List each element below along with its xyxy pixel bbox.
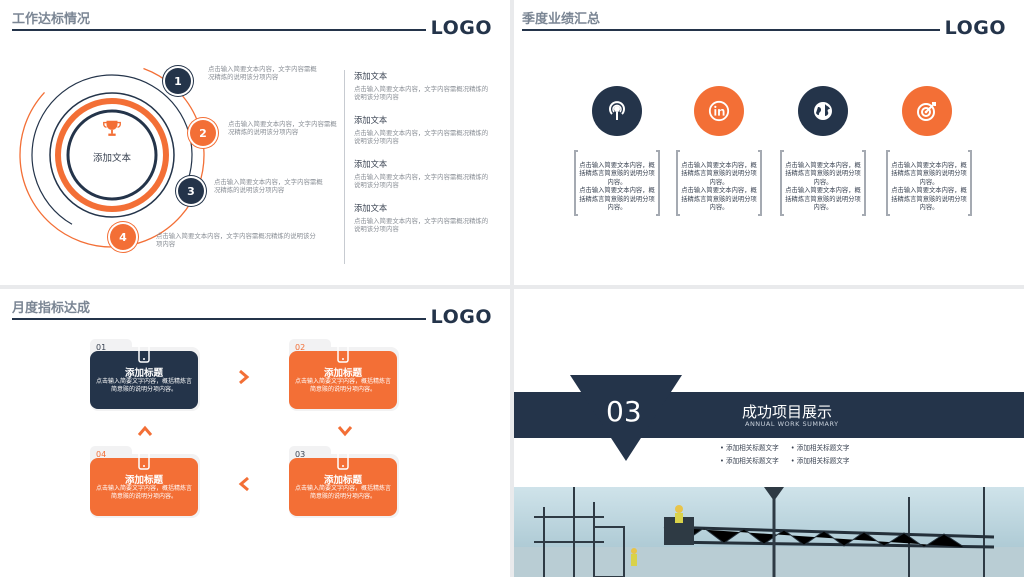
pennant-shape xyxy=(570,375,682,461)
trophy-icon xyxy=(103,120,121,136)
slide-title: 工作达标情况 xyxy=(12,12,91,27)
logo: LOGO xyxy=(430,306,492,328)
center-label: 添加文本 xyxy=(92,153,131,164)
step-card-4[interactable]: 04 添加标题 点击输入简要文字内容，概括精炼言简意赅的说明分项内容。 xyxy=(90,446,200,518)
info-box-3: 点击输入简要文本内容，概括精炼言简意赅的说明分项内容。点击输入简要文本内容，概括… xyxy=(780,150,866,216)
step-card-3[interactable]: 03 添加标题 点击输入简要文字内容，概括精炼言简意赅的说明分项内容。 xyxy=(289,446,399,518)
section-title: 成功项目展示 xyxy=(742,403,833,421)
phone-icon xyxy=(138,343,150,363)
info-box-1: 点击输入简要文本内容，概括精炼言简意赅的说明分项内容。点击输入简要文本内容，概括… xyxy=(574,150,660,216)
step-number-1: 1 xyxy=(165,68,191,94)
target-icon xyxy=(902,86,952,136)
list-item: • 添加相关标题文字 xyxy=(790,444,850,452)
text-item: 添加文本 点击输入简要文本内容，文字内容需概况精炼的说明该分项内容 xyxy=(354,115,489,145)
info-box-4: 点击输入简要文本内容，概括精炼言简意赅的说明分项内容。点击输入简要文本内容，概括… xyxy=(886,150,972,216)
slide-work-status[interactable]: 工作达标情况 LOGO 添加文本 1 2 3 4 点击输入简要文本内容，文字内容… xyxy=(0,0,510,285)
construction-photo xyxy=(514,487,1024,577)
chevron-down-icon xyxy=(337,426,353,437)
slide-quarter-summary[interactable]: 季度业绩汇总 LOGO 点击输入简要文本内容，概括精炼言简意赅的说明分项内容。点… xyxy=(514,0,1024,285)
step-card-2[interactable]: 02 添加标题 点击输入简要文字内容，概括精炼言简意赅的说明分项内容。 xyxy=(289,339,399,411)
title-rule xyxy=(12,29,426,31)
slide-monthly-targets[interactable]: 月度指标达成 LOGO 01 添加标题 点击输入简要文字内容，概括精炼言简意赅的… xyxy=(0,289,510,577)
step-text-4: 点击输入简要文本内容，文字内容需概况精炼的说明该分项内容 xyxy=(156,232,316,248)
info-box-2: 点击输入简要文本内容，概括精炼言简意赅的说明分项内容。点击输入简要文本内容，概括… xyxy=(676,150,762,216)
text-item: 添加文本 点击输入简要文本内容，文字内容需概况精炼的说明该分项内容 xyxy=(354,203,489,233)
text-item: 添加文本 点击输入简要文本内容，文字内容需概况精炼的说明该分项内容 xyxy=(354,71,489,101)
section-number: 03 xyxy=(606,395,642,428)
phone-icon xyxy=(337,343,349,363)
section-subtitle: ANNUAL WORK SUMMARY xyxy=(745,420,839,428)
logo: LOGO xyxy=(944,17,1006,39)
phone-icon xyxy=(337,450,349,470)
step-text-1: 点击输入简要文本内容，文字内容需概况精炼的说明该分项内容 xyxy=(208,65,317,81)
logo: LOGO xyxy=(430,17,492,39)
chevron-left-icon xyxy=(238,476,249,492)
phone-icon xyxy=(138,450,150,470)
title-rule xyxy=(12,318,426,320)
list-item: • 添加相关标题文字 xyxy=(720,444,779,452)
slide-title: 月度指标达成 xyxy=(12,301,91,316)
linkedin-icon xyxy=(694,86,744,136)
text-column: 添加文本 点击输入简要文本内容，文字内容需概况精炼的说明该分项内容 添加文本 点… xyxy=(344,70,494,264)
podcast-icon xyxy=(592,86,642,136)
slide-title: 季度业绩汇总 xyxy=(522,12,601,27)
chevron-up-icon xyxy=(137,425,153,436)
step-number-4: 4 xyxy=(110,224,136,250)
title-rule xyxy=(522,29,940,31)
list-item: • 添加相关标题文字 xyxy=(790,457,850,465)
step-number-2: 2 xyxy=(190,120,216,146)
step-number-3: 3 xyxy=(178,178,204,204)
list-item: • 添加相关标题文字 xyxy=(720,457,779,465)
step-text-3: 点击输入简要文本内容，文字内容需概况精炼的说明该分项内容 xyxy=(214,178,323,194)
text-item: 添加文本 点击输入简要文本内容，文字内容需概况精炼的说明该分项内容 xyxy=(354,159,489,189)
bullet-list: • 添加相关标题文字 • 添加相关标题文字 • 添加相关标题文字 • 添加相关标… xyxy=(720,442,880,468)
concentric-circles-graphic xyxy=(19,62,205,248)
slide-section-divider[interactable]: 03 成功项目展示 ANNUAL WORK SUMMARY • 添加相关标题文字… xyxy=(514,289,1024,577)
step-card-1[interactable]: 01 添加标题 点击输入简要文字内容，概括精炼言简意赅的说明分项内容。 xyxy=(90,339,200,411)
globe-icon xyxy=(798,86,848,136)
chevron-right-icon xyxy=(239,369,250,385)
step-text-2: 点击输入简要文本内容，文字内容需概况精炼的说明该分项内容 xyxy=(228,120,337,136)
